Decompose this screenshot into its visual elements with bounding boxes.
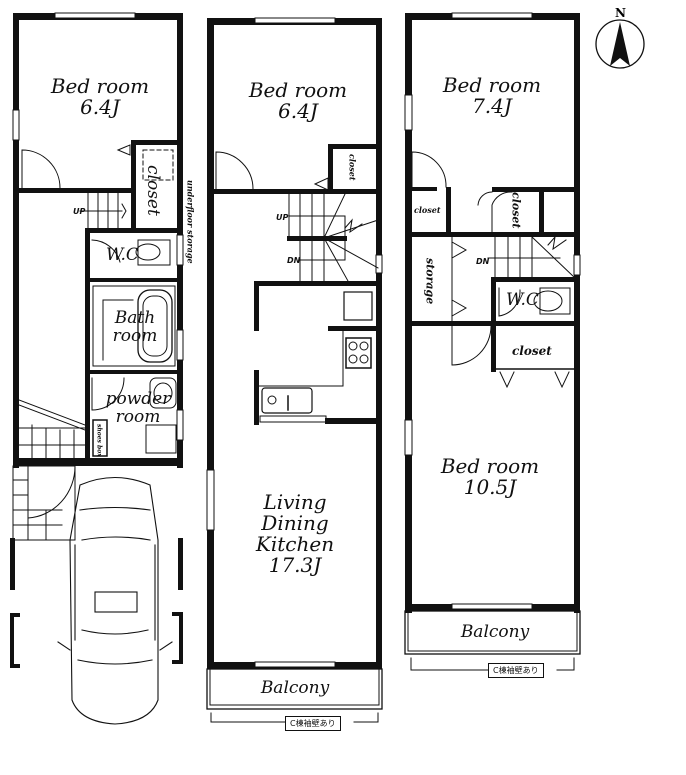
room-size: 7.4J xyxy=(472,94,512,118)
room-name: Bed room xyxy=(442,73,542,97)
stairs-down-label-3f: DN xyxy=(476,257,490,266)
balcony3-label: Balcony xyxy=(460,622,530,642)
side-wall-note-3f: C棟袖壁あり xyxy=(488,663,544,678)
ldk-line2: Dining xyxy=(261,511,329,535)
floor-1f-walls xyxy=(12,12,184,468)
powder-line1: powder xyxy=(105,389,171,409)
balcony2-label: Balcony xyxy=(260,678,330,698)
ldk-size: 17.3J xyxy=(268,553,322,577)
room-size: 10.5J xyxy=(463,475,517,499)
compass-north-label: N xyxy=(615,6,626,20)
stairs-up-label-1f: UP xyxy=(73,207,86,216)
floor-3f-walls xyxy=(404,12,581,613)
bath-line1: Bath xyxy=(114,308,156,328)
powder-line2: room xyxy=(115,406,161,427)
shoes-box-label: shoes box xyxy=(95,424,103,457)
stairs-up-label-2f: UP xyxy=(276,213,289,222)
room-size: 6.4J xyxy=(278,99,318,123)
car-icon xyxy=(57,477,173,725)
ldk-line1: Living xyxy=(263,490,327,514)
closet3c-label: closet xyxy=(512,344,552,358)
ldk-line3: Kitchen xyxy=(255,532,335,556)
bed3-label: Bed room 7.4J xyxy=(432,75,552,117)
floor-2f-walls xyxy=(206,17,383,669)
room-name: Bed room xyxy=(440,454,540,478)
side-wall-note-2f: C棟袖壁あり xyxy=(285,716,341,731)
stairs-down-label-2f: DN xyxy=(287,256,301,265)
closet3b-label: closet xyxy=(509,192,523,229)
room-size: 6.4J xyxy=(80,95,120,119)
storage-label: storage xyxy=(423,258,437,305)
closet1-label: closet xyxy=(142,165,163,216)
wc3-label: W.C xyxy=(506,290,539,310)
bath-line2: room xyxy=(112,325,158,346)
wc1-label: W.C xyxy=(106,245,139,265)
bed2-label: Bed room 6.4J xyxy=(238,80,358,122)
ldk-label: Living Dining Kitchen 17.3J xyxy=(240,492,350,576)
closet2-label: closet xyxy=(347,154,358,181)
room-name: Bed room xyxy=(248,78,348,102)
closet3a-label: closet xyxy=(414,205,441,215)
north-arrow-icon xyxy=(595,19,645,69)
bed1-label: Bed room 6.4J xyxy=(40,76,160,118)
powder-label: powder room xyxy=(100,389,176,427)
underfloor-storage-label: underfloor storage xyxy=(185,180,196,264)
bath-label: Bath room xyxy=(100,308,170,346)
room-name: Bed room xyxy=(50,74,150,98)
bed4-label: Bed room 10.5J xyxy=(430,456,550,498)
